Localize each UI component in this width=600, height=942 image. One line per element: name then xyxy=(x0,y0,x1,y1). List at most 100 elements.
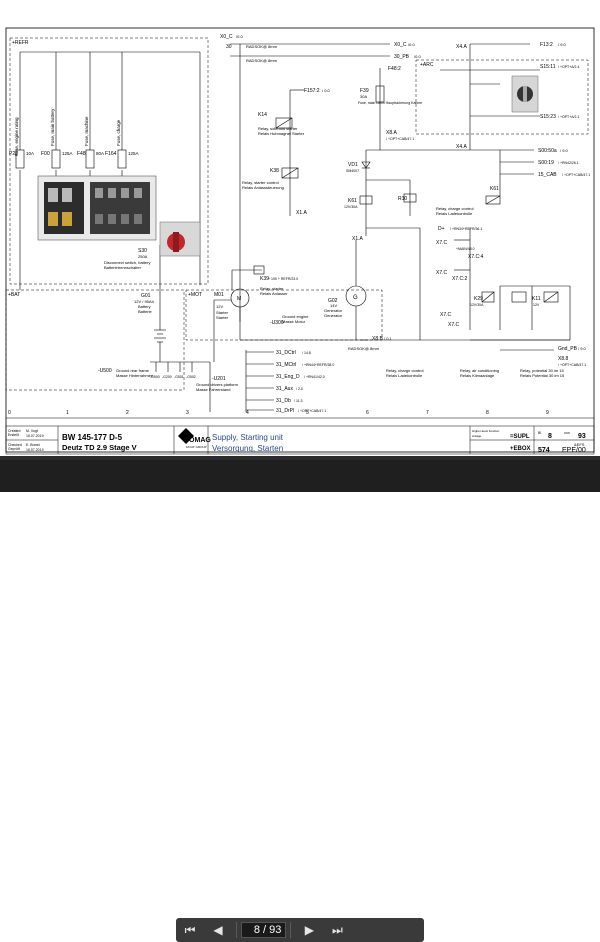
fuse-f00: F00 xyxy=(41,151,50,157)
s30-desc: Disconnect switch, battery xyxy=(104,260,150,265)
total-pages: / 93 xyxy=(263,924,282,936)
page-navigation: ⏮ ◀ / 93 ▶ ⏭ xyxy=(176,918,424,942)
mctrl-label: 31_MCtrl xyxy=(276,362,296,368)
fuse-rating: 10A xyxy=(26,151,34,156)
u500-desc: Masse Hinterrahmen xyxy=(116,373,153,378)
mot-box xyxy=(185,289,383,341)
g01-label: G01 xyxy=(141,293,151,299)
previous-page-icon[interactable]: ◀ xyxy=(213,923,223,937)
drpi-label: 31_DrPl xyxy=(276,408,294,414)
model-title: BW 145-177 D-5 xyxy=(62,433,123,442)
svg-text:M: M xyxy=(237,296,241,302)
pages-of-label: von xyxy=(564,431,570,435)
svg-text:G: G xyxy=(353,295,358,301)
x7c-label: X7.C:4 xyxy=(468,254,484,260)
x0c-end-ref: /0.0 xyxy=(408,42,415,47)
aux-label: 31_Aux xyxy=(276,386,293,392)
next-page-icon[interactable]: ▶ xyxy=(304,923,314,937)
k61-label: K61 xyxy=(348,198,357,204)
pages-total: 93 xyxy=(578,433,586,440)
doc-revision: EPE/00 xyxy=(562,447,586,454)
f39-desc: Fuse, main cabin Hauptsicherung Kabine xyxy=(358,101,422,105)
first-page-icon[interactable]: ⏮ xyxy=(184,922,196,937)
page-number-field: / 93 xyxy=(241,922,287,938)
col-mark: 9 xyxy=(546,410,549,416)
page-label: Bl. xyxy=(538,431,542,435)
fuse-desc: Fuse, engine rating xyxy=(14,117,19,156)
k61-desc: Relais Ladekontrolle xyxy=(386,373,423,378)
engd-ref: / +RN41/42.0 xyxy=(304,375,325,379)
checked-label: Geprüft xyxy=(8,447,20,451)
ground-num: -G501 xyxy=(174,375,184,379)
g02-label: G02 xyxy=(328,298,338,304)
f48-2-label: F48:2 xyxy=(388,66,401,72)
x7c-label: X7.C:2 xyxy=(452,276,468,282)
viewer-toolbar: ⏮ ◀ / 93 ▶ ⏭ xyxy=(0,456,600,942)
k61-desc: Relay, charge control xyxy=(386,368,424,373)
fuse-rating: 80A xyxy=(96,151,104,156)
col-mark: 5 xyxy=(306,410,309,416)
sheet-title-en: Supply, Starting unit xyxy=(212,433,284,442)
m01-desc: Starter xyxy=(216,310,229,315)
arc-box xyxy=(415,59,589,135)
created-label: Created xyxy=(8,429,21,433)
mot-label: +MOT xyxy=(188,292,202,298)
battery-switch-photo xyxy=(159,221,201,257)
x4a-label: X4.A xyxy=(456,144,468,150)
ignition-switch-photo xyxy=(511,75,539,113)
f157-label: F157:2 xyxy=(304,88,320,94)
doc-number: 574 xyxy=(538,447,550,454)
page-number-input[interactable] xyxy=(246,924,260,936)
x88-ref: / +OPT+CAB/47.1 xyxy=(558,363,586,367)
created-date: 16.07.2019 xyxy=(26,434,44,438)
gndpb-ref: / 9.0 xyxy=(578,346,587,351)
col-mark: 4 xyxy=(246,410,249,416)
k61-coil-label: K61 xyxy=(490,186,499,192)
doc-code: &EFS xyxy=(574,442,585,447)
u300-desc: Ground engine xyxy=(282,314,309,319)
f39-label: F39 xyxy=(360,88,369,94)
last-page-icon[interactable]: ⏭ xyxy=(331,922,343,937)
sheet-border xyxy=(5,27,595,453)
k38-desc: Relais Anlasssteuerung xyxy=(242,185,284,190)
k14-desc: Relais Hubmagnet Starter xyxy=(258,131,305,136)
x88-label: X8.8 xyxy=(558,356,569,362)
x7c-ref: +MAIN/48.0 xyxy=(456,247,475,251)
aux-ref: / 2.0 xyxy=(296,387,303,391)
x15cab-ref: / +OPT+CAB/47.1 xyxy=(562,173,590,177)
g02-desc: Generator xyxy=(324,313,343,318)
k29-label: K29 xyxy=(474,296,483,302)
x7c-label: X7.C xyxy=(436,240,448,246)
page-number: 8 xyxy=(548,433,552,440)
col-mark: 0 xyxy=(8,410,11,416)
refr-label: +REFR xyxy=(12,40,29,46)
u500-label: -U500 xyxy=(98,368,112,374)
k61-rating: 12V/30A xyxy=(344,205,358,209)
dplus-label: D+ xyxy=(438,226,445,232)
u300-desc: Masse Motor xyxy=(282,319,306,324)
fuse-f164: F164 xyxy=(105,151,117,157)
x0c-ref: /0.0 xyxy=(236,34,243,39)
f13-label: F13:2 xyxy=(540,42,553,48)
fuse-f48: F48 xyxy=(77,151,86,157)
k29-rating: 12V/30A xyxy=(470,303,484,307)
s15-11-ref: / +OPT+A/2.4 xyxy=(558,65,579,69)
function-code: =SUPL xyxy=(510,434,530,440)
radsok-label: RADSOK@ 8mm xyxy=(246,44,278,49)
k14-desc: Relay, solenoid starter xyxy=(258,126,298,131)
arc-label: +ARC xyxy=(420,62,434,68)
g01-desc: Battery xyxy=(138,304,151,309)
gndpb-label: Gnd_PB xyxy=(558,346,578,352)
vd1-type: SM4007 xyxy=(346,169,359,173)
s15-23-label: S15:23 xyxy=(540,114,556,120)
dctrl-label: 31_DCtrl xyxy=(276,350,296,356)
fuse-p25: P25 xyxy=(9,151,18,157)
x7c-label: X7.C xyxy=(440,312,452,318)
bomag-logo-icon xyxy=(178,428,194,444)
u201-desc: Masse Fahrerstand xyxy=(196,387,230,392)
fuse-desc: Fuse, machine xyxy=(84,116,89,146)
f157-ref: / 0.0 xyxy=(322,88,331,93)
radsok-label: RADSOK@ 8mm xyxy=(348,346,380,351)
engd-label: 31_Eng_D xyxy=(276,374,300,380)
bat-label: +BAT xyxy=(8,292,20,298)
